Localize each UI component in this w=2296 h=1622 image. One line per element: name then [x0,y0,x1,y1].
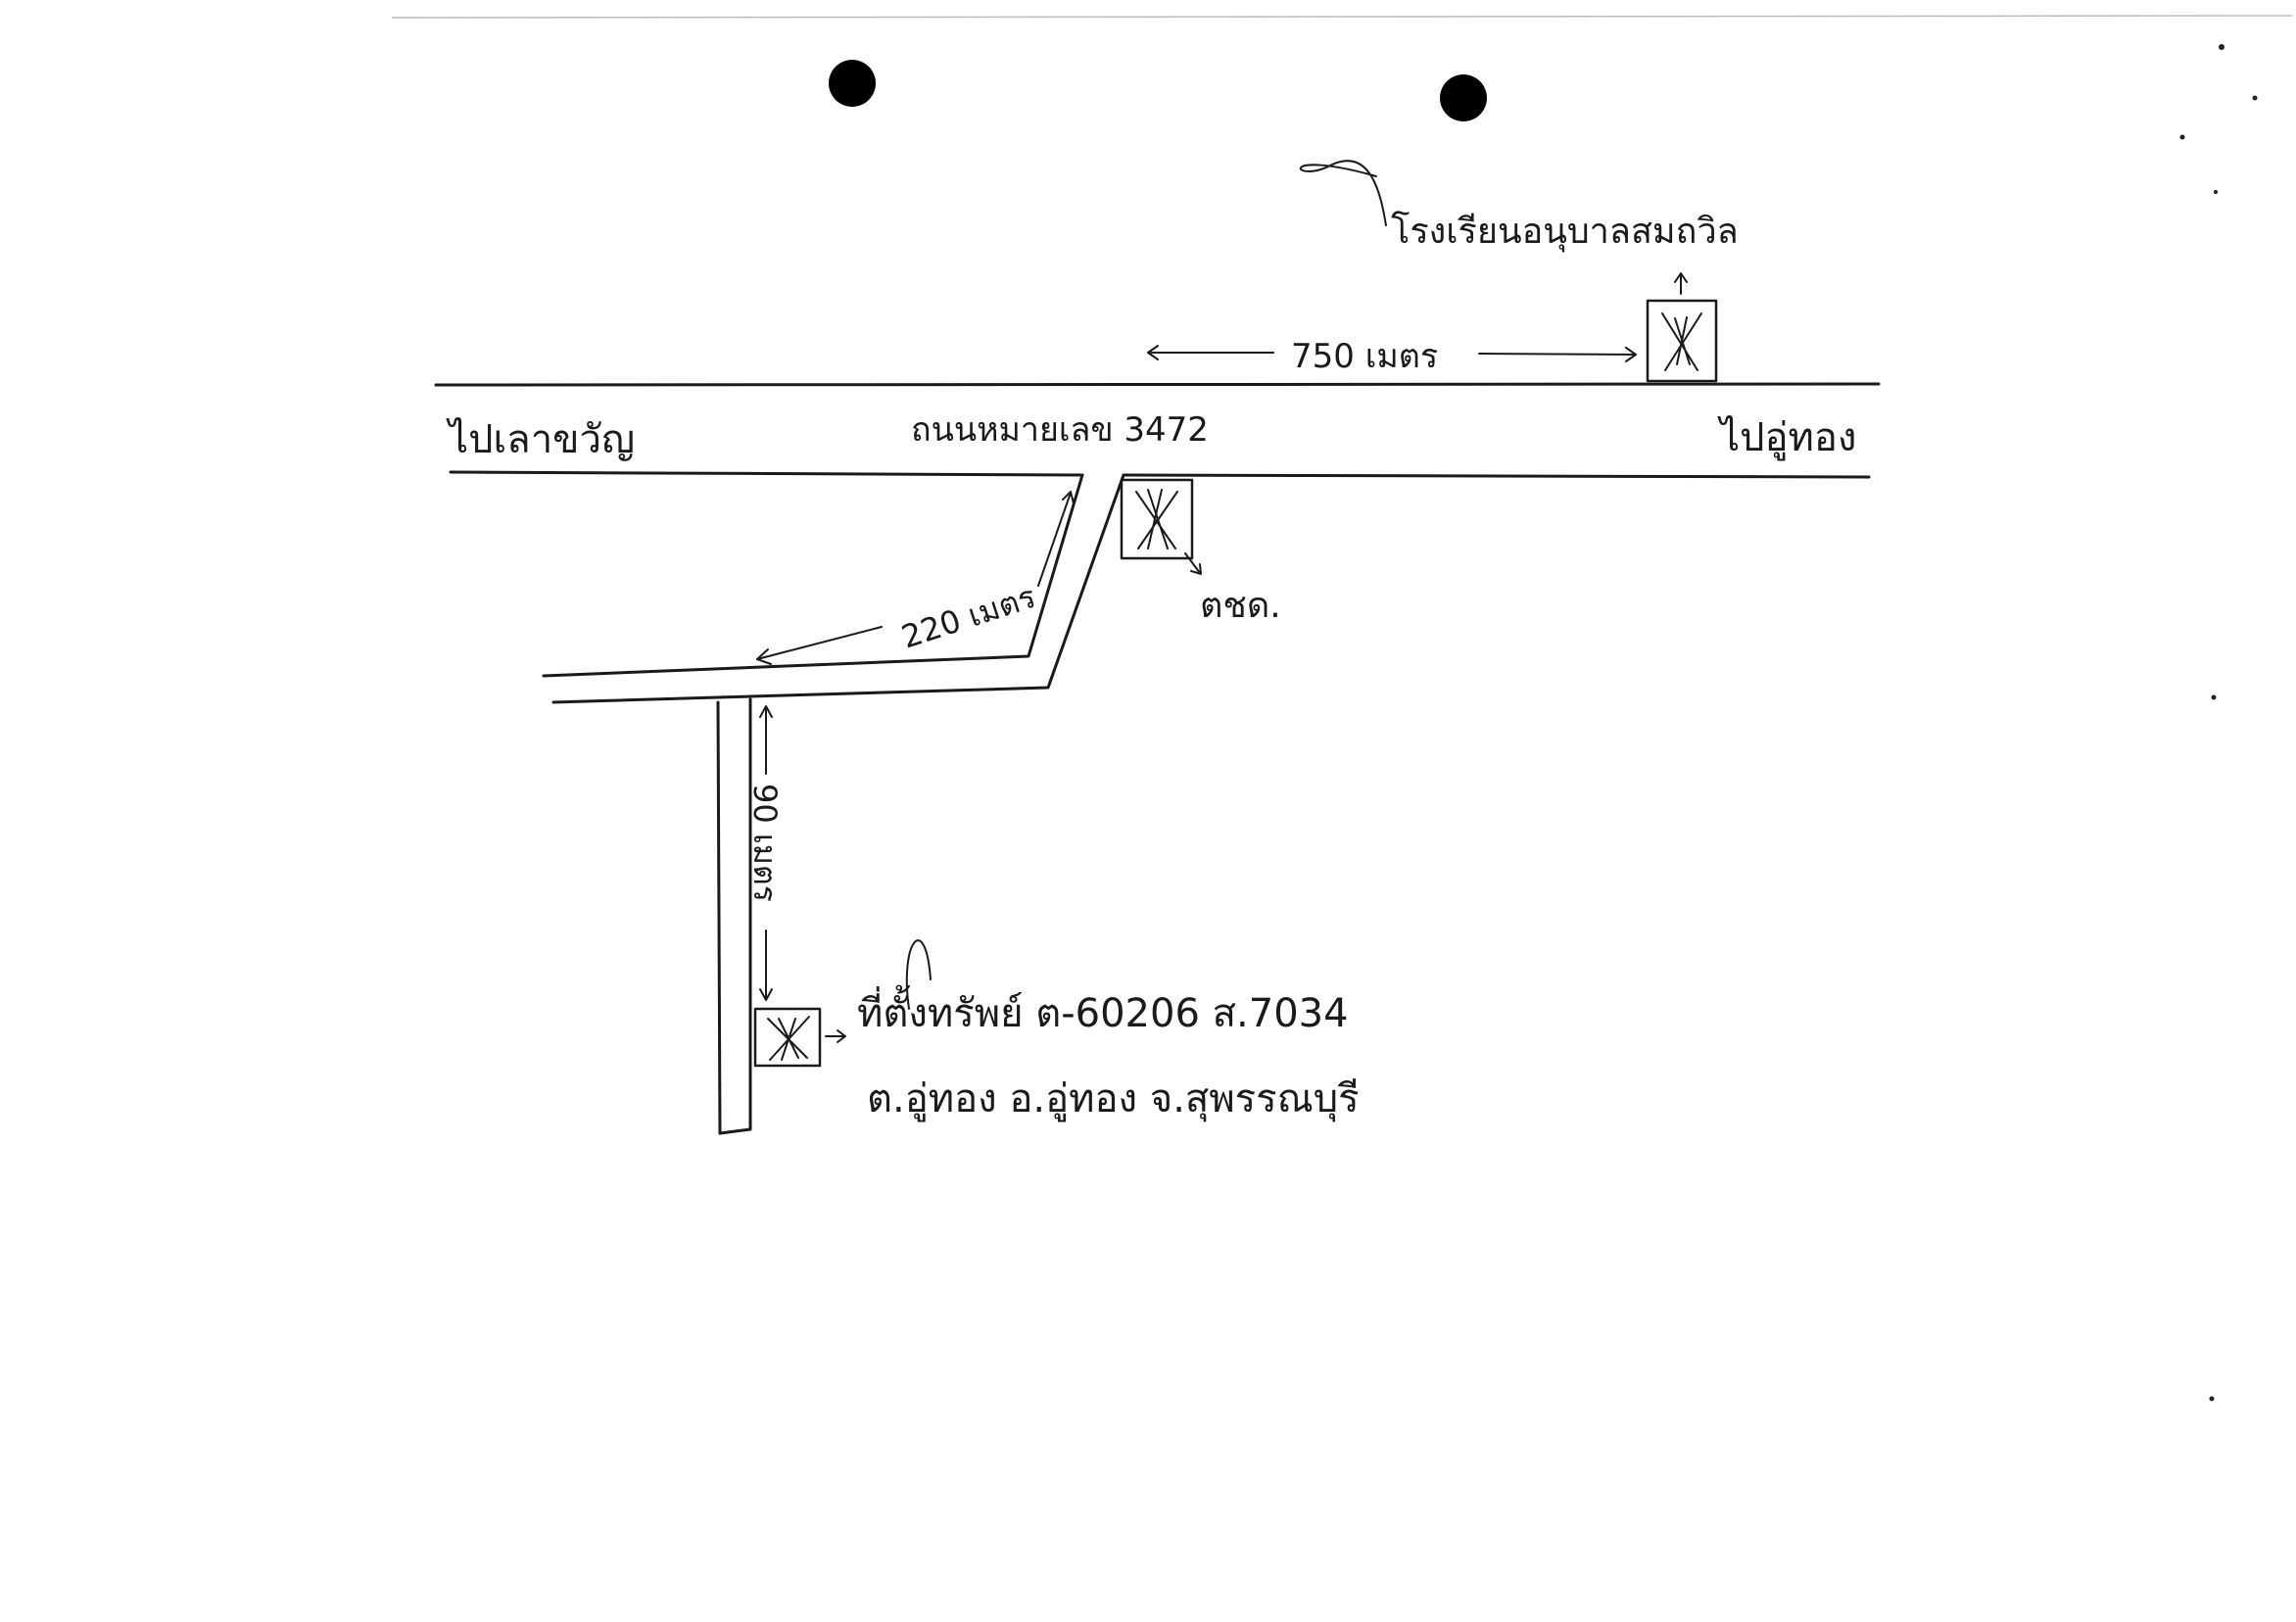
flourish-mark-2 [905,939,932,1010]
vertical-distance-label: 90 เมตร [746,784,784,902]
school-distance-label: 750 เมตร [1291,337,1438,376]
arrow-school-distance [1147,345,1637,362]
address-line-2: ต.อู่ทอง อ.อู่ทอง จ.สุพรรณบุรี [867,1076,1360,1122]
school-label: โรงเรียนอนุบาลสมถวิล [1391,211,1739,253]
arrow-diagonal-distance [756,491,1075,665]
main-road [434,382,1881,479]
road-name-label: ถนนหมายเลข 3472 [911,410,1209,450]
diagonal-distance-label: 220 เมตร [897,578,1040,656]
direction-left-label: ไปเลาขวัญ [446,417,635,462]
punch-hole-right [1440,74,1487,121]
police-marker [1120,478,1202,575]
direction-right-label: ไปอู่ทอง [1717,415,1856,460]
scan-specks [2179,44,2258,1402]
diagonal-road [542,473,1125,704]
vertical-lane [716,697,752,1135]
police-label: ตชด. [1200,586,1281,626]
property-marker [753,1007,846,1068]
scan-top-edge [391,15,2293,19]
arrow-vertical-distance [759,705,773,1001]
address-line-1: ที่ตั้งทรัพย์ ต-60206 ส.7034 [857,984,1349,1036]
school-marker [1646,272,1718,383]
flourish-mark [1299,160,1387,226]
punch-hole-left [829,60,876,107]
